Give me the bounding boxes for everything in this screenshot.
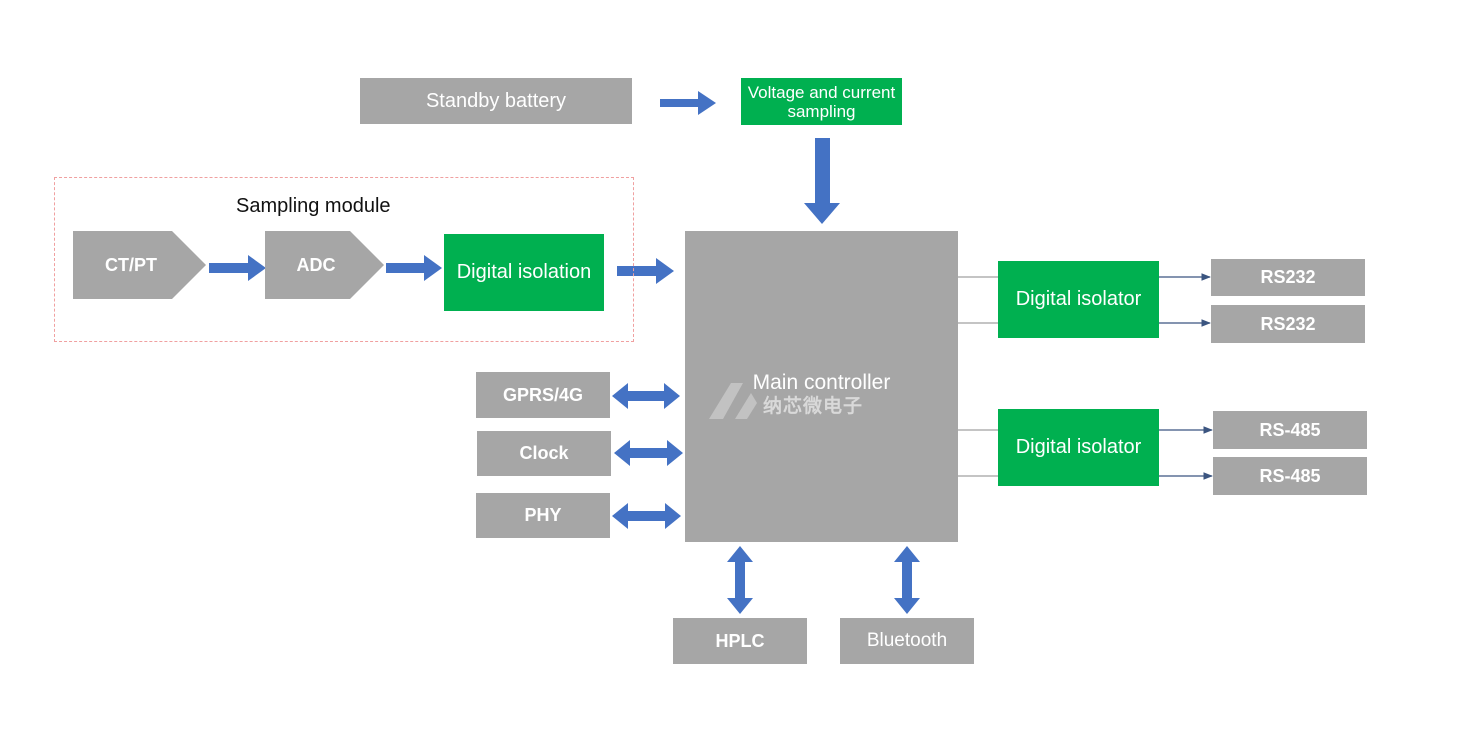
digital-isolator-1-box: Digital isolator xyxy=(998,261,1159,338)
arrow-adc-to-isolation xyxy=(386,255,442,281)
voltage-current-sampling-box: Voltage and current sampling xyxy=(741,78,902,125)
arrow-isolation-to-main xyxy=(617,258,674,284)
sampling-module-region xyxy=(54,177,634,342)
rs485-port-1: RS-485 xyxy=(1213,411,1367,449)
arrow-main-bluetooth xyxy=(894,546,920,614)
watermark-logo-icon xyxy=(709,383,757,419)
hplc-box: HPLC xyxy=(673,618,807,664)
arrow-main-hplc xyxy=(727,546,753,614)
main-controller-title: Main controller xyxy=(752,371,891,394)
arrow-clock-main xyxy=(614,440,683,466)
clock-box: Clock xyxy=(477,431,611,476)
bluetooth-box: Bluetooth xyxy=(840,618,974,664)
digital-isolator-2-box: Digital isolator xyxy=(998,409,1159,486)
ctpt-label: CT/PT xyxy=(105,254,157,275)
adc-label: ADC xyxy=(296,254,336,275)
rs485-port-2: RS-485 xyxy=(1213,457,1367,495)
watermark-text: 纳芯微电子 xyxy=(763,396,864,417)
rs232-port-2: RS232 xyxy=(1211,305,1365,343)
phy-box: PHY xyxy=(476,493,610,538)
ctpt-shape xyxy=(73,231,206,299)
main-controller-box: 纳芯微电子 Main controller xyxy=(685,231,958,542)
gprs-4g-box: GPRS/4G xyxy=(476,372,610,418)
arrow-sampling-to-main xyxy=(804,138,840,224)
arrow-battery-to-sampling xyxy=(660,91,716,115)
arrow-ctpt-to-adc xyxy=(209,255,266,281)
arrow-gprs-main xyxy=(612,383,680,409)
adc-shape xyxy=(265,231,384,299)
sampling-module-label: Sampling module xyxy=(236,195,391,217)
arrow-phy-main xyxy=(612,503,681,529)
rs232-port-1: RS232 xyxy=(1211,259,1365,296)
digital-isolation-box: Digital isolation xyxy=(444,234,604,311)
standby-battery-box: Standby battery xyxy=(360,78,632,124)
